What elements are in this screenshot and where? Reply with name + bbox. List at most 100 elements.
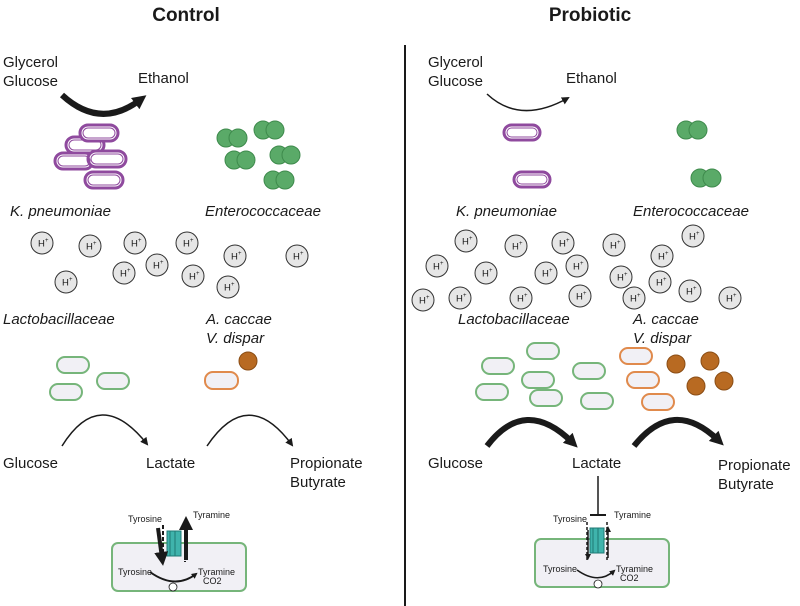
svg-text:+: + [519, 241, 523, 247]
control-akkermansia-cell [204, 371, 239, 390]
svg-text:H: H [559, 239, 566, 250]
proton: H+ [565, 254, 589, 278]
proton: H+ [123, 231, 147, 255]
svg-text:+: + [489, 268, 493, 274]
svg-text:H: H [231, 252, 238, 263]
probiotic-ethanol-arrow [486, 93, 570, 112]
svg-text:H: H [462, 237, 469, 248]
control-ethanol-label: Ethanol [138, 70, 189, 87]
svg-text:H: H [630, 294, 637, 305]
svg-text:H: H [433, 262, 440, 273]
probiotic-ac-label: A. caccae [632, 311, 699, 328]
svg-text:H: H [656, 278, 663, 289]
svg-text:+: + [693, 286, 697, 292]
control-lactate-label: Lactate [146, 455, 195, 472]
svg-text:+: + [637, 293, 641, 299]
proton: H+ [718, 286, 742, 310]
svg-text:H: H [224, 283, 231, 294]
probiotic-butyrate-label: Butyrate [718, 476, 774, 493]
svg-text:+: + [733, 293, 737, 299]
svg-text:H: H [512, 242, 519, 253]
svg-text:+: + [190, 238, 194, 244]
probiotic-lactate-propionate-arrow [631, 416, 724, 448]
svg-text:+: + [617, 240, 621, 246]
proton: H+ [223, 244, 247, 268]
svg-text:H: H [131, 239, 138, 250]
svg-text:H: H [482, 269, 489, 280]
svg-text:+: + [300, 251, 304, 257]
svg-text:+: + [138, 238, 142, 244]
svg-text:H: H [726, 294, 733, 305]
klebsiella-cell [78, 123, 120, 143]
svg-text:H: H [183, 239, 190, 250]
control-tyramine-in: Tyramine [198, 567, 235, 577]
control-glucose-lactate-arrow [61, 414, 149, 447]
proton: H+ [54, 270, 78, 294]
probiotic-co2: CO2 [620, 573, 639, 583]
control-panel: Control Glycerol Glucose Ethanol K. pneu… [3, 5, 363, 592]
svg-text:+: + [583, 291, 587, 297]
control-vd-label: V. dispar [206, 330, 265, 347]
probiotic-ethanol-label: Ethanol [566, 70, 617, 87]
svg-text:H: H [610, 241, 617, 252]
svg-text:+: + [665, 251, 669, 257]
probiotic-tyramine-out: Tyramine [614, 510, 651, 520]
proton: H+ [448, 286, 472, 310]
svg-text:H: H [86, 242, 93, 253]
svg-text:+: + [469, 236, 473, 242]
probiotic-tyrosine-in: Tyrosine [543, 564, 577, 574]
svg-text:H: H [456, 294, 463, 305]
control-co2: CO2 [203, 576, 222, 586]
probiotic-propionate-label: Propionate [718, 457, 791, 474]
svg-text:H: H [686, 287, 693, 298]
control-glycerol-label: Glycerol [3, 54, 58, 71]
probiotic-glucose-label: Glucose [428, 455, 483, 472]
control-propionate-label: Propionate [290, 455, 363, 472]
proton: H+ [285, 244, 309, 268]
svg-text:H: H [576, 292, 583, 303]
probiotic-ent-label: Enterococcaceae [633, 203, 749, 220]
probiotic-protons: H+H+H+H+H+H+H+H+H+H+H+H+H+H+H+H+H+H+H+ [411, 224, 742, 312]
probiotic-kp-label: K. pneumoniae [456, 203, 557, 220]
proton: H+ [474, 261, 498, 285]
probiotic-vd-label: V. dispar [633, 330, 692, 347]
probiotic-panel: Probiotic Glycerol Glucose Ethanol K. pn… [411, 5, 791, 589]
proton: H+ [509, 286, 533, 310]
probiotic-glucose-lactate-arrow [484, 417, 578, 448]
proton: H+ [534, 261, 558, 285]
control-lactate-propionate-arrow [206, 414, 294, 447]
svg-text:+: + [69, 277, 73, 283]
svg-text:+: + [624, 272, 628, 278]
svg-text:H: H [542, 269, 549, 280]
proton: H+ [145, 253, 169, 277]
proton: H+ [30, 231, 54, 255]
probiotic-lacto-cluster [475, 342, 614, 410]
control-protons: H+H+H+H+H+H+H+H+H+H+H+ [30, 231, 309, 299]
proton: H+ [622, 286, 646, 310]
proton: H+ [678, 279, 702, 303]
klebsiella-cell [86, 149, 128, 169]
control-h-icon [168, 582, 178, 592]
probiotic-tyramine-in: Tyramine [616, 564, 653, 574]
control-import-arrow [154, 527, 169, 566]
probiotic-lacto-label: Lactobacillaceae [458, 311, 570, 328]
proton: H+ [425, 254, 449, 278]
proton: H+ [216, 275, 240, 299]
svg-text:+: + [440, 261, 444, 267]
svg-text:+: + [580, 261, 584, 267]
control-ent-label: Enterococcaceae [205, 203, 321, 220]
svg-text:+: + [524, 293, 528, 299]
proton: H+ [568, 284, 592, 308]
svg-text:+: + [160, 260, 164, 266]
proton: H+ [181, 264, 205, 288]
probiotic-decarboxylation-arrow [576, 569, 616, 579]
proton: H+ [650, 244, 674, 268]
svg-text:+: + [196, 271, 200, 277]
svg-text:+: + [426, 295, 430, 301]
control-klebsiella-cluster [53, 123, 128, 190]
control-lacto-label: Lactobacillaceae [3, 311, 115, 328]
svg-text:H: H [153, 261, 160, 272]
svg-text:+: + [127, 268, 131, 274]
proton: H+ [454, 229, 478, 253]
control-tyramine-out: Tyramine [193, 510, 230, 520]
